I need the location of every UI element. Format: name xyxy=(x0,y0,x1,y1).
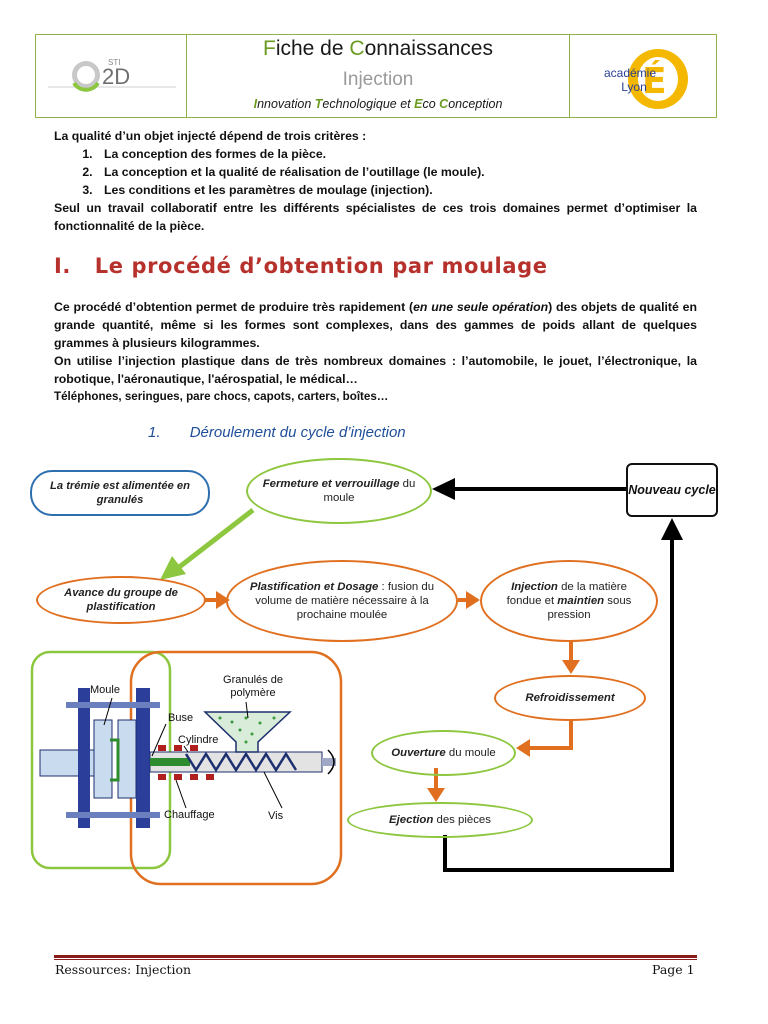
footer-left: Ressources: Injection xyxy=(55,962,192,977)
section-heading: I. Le procédé d’obtention par moulage xyxy=(54,254,548,278)
node-fermeture: Fermeture et verrouillage du moule xyxy=(246,458,432,524)
document-title: Fiche de Connaissances xyxy=(187,37,569,61)
criteria-item: La conception et la qualité de réalisati… xyxy=(96,163,697,181)
label-chauffage: Chauffage xyxy=(164,809,215,821)
arrowhead-green xyxy=(160,556,186,580)
initial-letter: C xyxy=(349,37,365,60)
arrow-refroid-to-ouverture xyxy=(528,720,573,750)
header-title-cell: Fiche de Connaissances Injection Innovat… xyxy=(187,35,570,117)
header-academie-cell: É académie Lyon xyxy=(570,35,716,117)
footer-rule xyxy=(54,955,697,958)
paragraph-1: Ce procédé d’obtention permet de produir… xyxy=(54,298,697,352)
node-nouveau-cycle: Nouveau cycle xyxy=(626,463,718,517)
title-fragment: onception xyxy=(448,97,503,111)
node-tremie: La trémie est alimentée en granulés xyxy=(30,470,210,516)
academie-e-letter: É xyxy=(642,60,667,102)
injection-bold: Injection xyxy=(511,581,558,593)
injection-mid: de la matière fondue et xyxy=(506,581,627,607)
ejection-rest: des pièces xyxy=(433,814,491,826)
subsection-number: 1. xyxy=(148,424,161,441)
ouverture-bold: Ouverture xyxy=(391,747,446,759)
node-plastification: Plastification et Dosage : fusion du vol… xyxy=(226,560,458,642)
arrowhead-orange xyxy=(516,739,530,757)
initial-letter: T xyxy=(314,97,323,111)
fermeture-rest: du moule xyxy=(323,478,416,504)
label-granules: Granulés de polymère xyxy=(223,674,283,699)
label-buse: Buse xyxy=(168,712,194,724)
intro-conclusion: Seul un travail collaboratif entre les d… xyxy=(54,201,697,233)
arrowhead-orange xyxy=(562,660,580,674)
arrow-ejection-to-nouveau xyxy=(443,536,674,872)
plastif-rest: : fusion du volume de matière nécessaire… xyxy=(255,581,435,621)
plastif-bold: Plastification et Dosage xyxy=(249,581,379,593)
label-cylindre: Cylindre xyxy=(178,734,219,746)
2d-text: 2D xyxy=(102,64,130,89)
paragraph-3: Téléphones, seringues, pare chocs, capot… xyxy=(54,390,389,403)
intro-lead: La qualité d’un objet injecté dépend de … xyxy=(54,129,367,143)
title-fragment: co xyxy=(422,97,440,111)
node-ouverture: Ouverture du moule xyxy=(371,730,516,776)
title-fragment: echnologique et xyxy=(322,97,415,111)
maintien-bold: maintien xyxy=(557,595,605,607)
node-refroidissement: Refroidissement xyxy=(494,675,646,721)
sti2d-logo: STI 2D xyxy=(48,58,176,92)
fermeture-bold: Fermeture et verrouillage xyxy=(262,478,400,490)
label-moule: Moule xyxy=(90,684,120,696)
criteria-list: La conception des formes de la pièce. La… xyxy=(54,145,697,199)
arrowhead-black xyxy=(432,478,455,500)
p1-text-a: Ce procédé d’obtention permet de produir… xyxy=(54,300,414,314)
title-fragment: nnovation xyxy=(257,97,315,111)
section-number: I. xyxy=(54,254,71,278)
arrow-fermeture-to-avance xyxy=(176,508,255,570)
paragraph-2: On utilise l’injection plastique dans de… xyxy=(54,354,697,386)
subsection-heading: 1. Déroulement du cycle d’injection xyxy=(148,424,406,441)
node-avance: Avance du groupe de plastification xyxy=(36,576,206,624)
document-tagline: Innovation Technologique et Eco Concepti… xyxy=(187,97,569,111)
label-vis: Vis xyxy=(268,810,284,822)
arrowhead-orange xyxy=(216,591,230,609)
title-fragment: iche de xyxy=(275,37,350,60)
arrowhead-orange xyxy=(427,788,445,802)
criteria-item: Les conditions et les paramètres de moul… xyxy=(96,181,697,199)
p1-italic: en une seule opération xyxy=(413,300,549,314)
p1-text-b: ) des objets de qualité en grande quanti… xyxy=(54,300,697,350)
section-title: Le procédé d’obtention par moulage xyxy=(94,254,548,278)
intro-block: La qualité d’un objet injecté dépend de … xyxy=(54,127,697,235)
ejection-bold: Ejection xyxy=(389,814,434,826)
initial-letter: I xyxy=(253,97,258,111)
document-subtitle: Injection xyxy=(342,69,414,90)
criteria-item: La conception des formes de la pièce. xyxy=(96,145,697,163)
initial-letter: F xyxy=(263,37,276,60)
footer-page-number: Page 1 xyxy=(652,962,695,977)
lyon-text: Lyon xyxy=(621,80,647,94)
section-body: Ce procédé d’obtention permet de produir… xyxy=(54,298,697,406)
header-logo-cell: STI 2D xyxy=(36,35,187,117)
cycle-diagram-graphics xyxy=(30,478,683,886)
node-injection: Injection de la matière fondue et mainti… xyxy=(480,560,658,642)
sti-text: STI xyxy=(108,58,120,67)
footer-rule-thin xyxy=(54,959,697,960)
header-table: STI 2D Fiche de Connaissances Injection … xyxy=(35,34,717,118)
academie-text: académie xyxy=(604,66,656,80)
title-fragment: onnaissances xyxy=(364,37,493,60)
arrowhead-black-up xyxy=(661,518,683,540)
initial-letter: C xyxy=(439,97,449,111)
injection-rest: sous pression xyxy=(547,595,632,621)
academie-lyon-logo: É académie Lyon xyxy=(604,49,688,109)
initial-letter: E xyxy=(414,97,423,111)
arrowhead-orange xyxy=(466,591,480,609)
subsection-title: Déroulement du cycle d’injection xyxy=(189,424,406,441)
injection-machine-illustration xyxy=(30,650,343,886)
node-ejection: Ejection des pièces xyxy=(347,802,533,838)
ouverture-rest: du moule xyxy=(445,747,496,759)
